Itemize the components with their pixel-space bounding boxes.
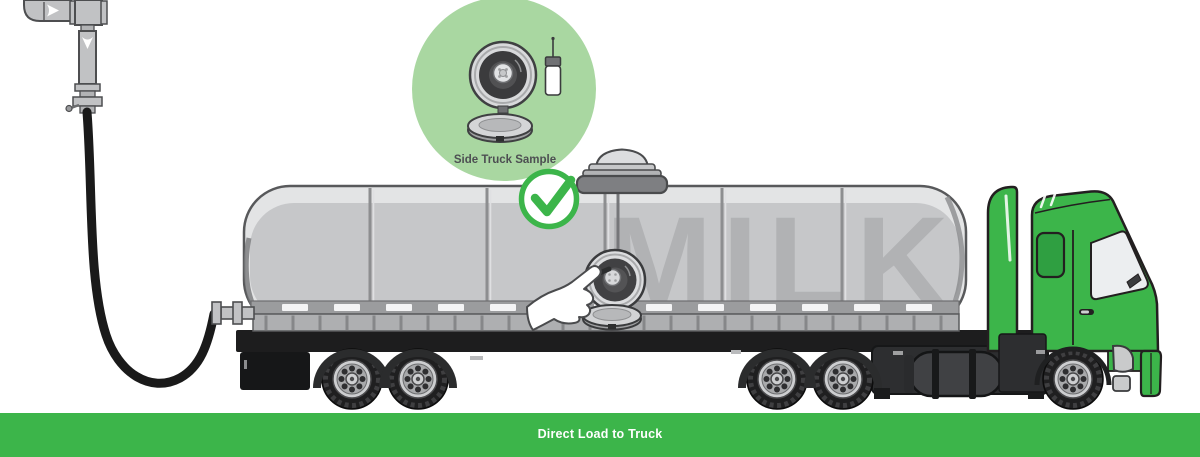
banner-label: Direct Load to Truck xyxy=(537,427,663,441)
trailer-chassis xyxy=(236,330,1050,390)
wing-mirror-icon xyxy=(1126,273,1142,289)
sample-callout: Side Truck Sample xyxy=(412,0,596,181)
fuel-tank xyxy=(908,350,1004,398)
sampling-hand xyxy=(526,265,602,331)
headlight-icon xyxy=(1111,344,1134,373)
inlet-pipe xyxy=(23,0,108,114)
tank-inlet-coupling xyxy=(211,301,255,325)
side-window xyxy=(1035,231,1066,279)
dome-hatch xyxy=(575,148,669,252)
air-deflector xyxy=(986,185,1019,353)
fenders xyxy=(313,346,1112,389)
banner: Direct Load to Truck xyxy=(0,413,1200,457)
sample-port-icon xyxy=(467,40,538,143)
truck-cab xyxy=(986,185,1163,398)
windshield xyxy=(1090,230,1149,301)
sample-vial-icon xyxy=(544,36,562,96)
flow-arrow-right-icon xyxy=(47,4,59,17)
checkmark-icon xyxy=(518,168,580,230)
callout-label: Side Truck Sample xyxy=(454,154,556,166)
flow-arrow-down-icon xyxy=(82,37,93,49)
sample-port xyxy=(526,248,647,331)
supply-hose xyxy=(82,107,219,388)
open-port-lid xyxy=(582,304,642,331)
